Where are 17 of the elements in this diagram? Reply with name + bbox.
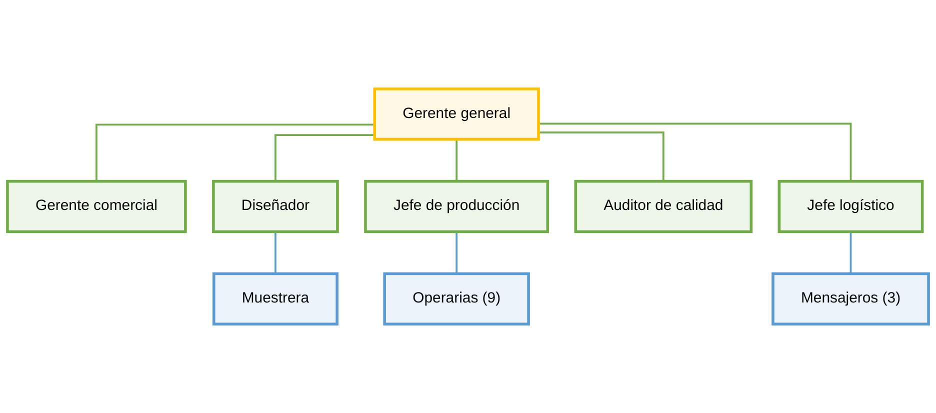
connector (456, 230, 458, 274)
node-box: Gerente comercial (6, 180, 187, 234)
connector (538, 131, 664, 182)
node-box: Mensajeros (3) (772, 272, 930, 326)
node-box: Gerente general (373, 88, 540, 141)
node-box: Jefe logístico (778, 180, 924, 234)
node-box: Jefe de producción (364, 180, 550, 234)
connector (456, 138, 458, 182)
node-box: Muestrera (212, 272, 338, 326)
connector (850, 230, 852, 274)
node-box: Diseñador (212, 180, 339, 234)
connector (274, 134, 375, 182)
connector (274, 230, 276, 274)
connector (96, 124, 375, 182)
node-box: Auditor de calidad (574, 180, 753, 234)
connector (538, 122, 852, 182)
node-box: Operarias (9) (383, 272, 530, 326)
